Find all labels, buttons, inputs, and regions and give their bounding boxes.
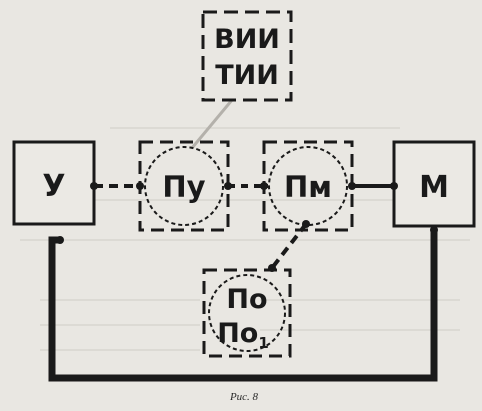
node-pu-label: Пу (162, 170, 205, 204)
node-po-box (202, 268, 292, 358)
dot-pu-right (224, 182, 232, 190)
node-top: ВИИ ТИИ (201, 10, 293, 102)
dot-pm-left (260, 182, 268, 190)
junction-dots (56, 182, 438, 272)
node-po-line1: По (226, 284, 267, 315)
dot-u-right (90, 182, 98, 190)
node-pm-circle (268, 146, 348, 226)
connector-top-to-pu (190, 99, 234, 149)
node-m-label: М (419, 170, 449, 205)
connectors (48, 99, 438, 382)
dot-u-bottom (56, 236, 64, 244)
dot-pu-left (136, 182, 144, 190)
node-pu: Пу (138, 140, 230, 232)
node-po-circle (208, 274, 286, 352)
node-pm-label: Пм (284, 170, 332, 204)
node-m: М (392, 140, 476, 228)
node-po-line2: По1 (217, 318, 269, 352)
dot-pm-bottom (302, 220, 310, 228)
node-top-box (201, 10, 293, 102)
dot-m-bottom (430, 226, 438, 234)
dot-po-top (268, 264, 276, 272)
connector-pm-to-po (270, 222, 308, 270)
node-po-subscript: 1 (258, 334, 268, 352)
node-pm: Пм (262, 140, 354, 232)
node-top-line2: ТИИ (215, 60, 279, 91)
node-u: У (12, 140, 96, 226)
node-po: По По1 (202, 268, 292, 358)
node-top-line1: ВИИ (214, 24, 280, 55)
figure-caption: Рис. 8 (229, 391, 259, 403)
connector-bottom-loop (48, 230, 438, 382)
node-po-line2-main: По (217, 318, 258, 349)
node-u-label: У (42, 169, 65, 204)
dot-m-left (390, 182, 398, 190)
node-pu-circle (144, 146, 224, 226)
node-u-box (12, 140, 96, 226)
dot-pm-right (348, 182, 356, 190)
